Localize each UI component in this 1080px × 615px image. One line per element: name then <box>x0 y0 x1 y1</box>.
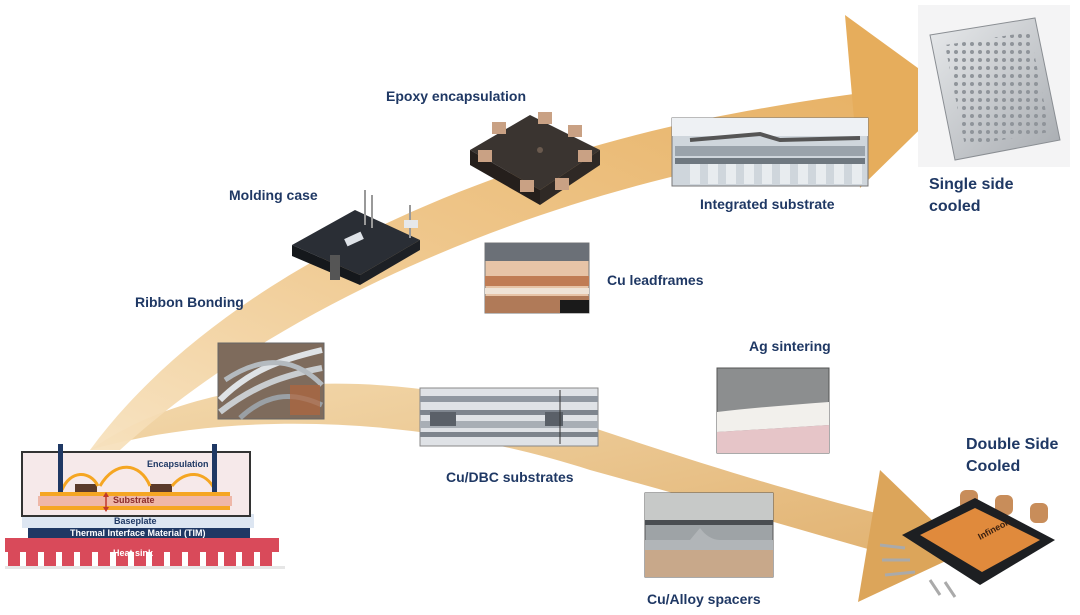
baseplate <box>22 514 254 528</box>
single-side-cooled-image <box>918 5 1070 167</box>
single-side-cooled-label: Single side cooled <box>929 176 1014 215</box>
molding-case-image <box>292 190 420 285</box>
cu-leadframes-label: Cu leadframes <box>607 272 704 288</box>
heat-sink-fins <box>8 552 272 566</box>
cu-dbc-substrates-label: Cu/DBC substrates <box>446 469 574 485</box>
module-cross-section <box>5 444 285 569</box>
baseplate-label: Baseplate <box>114 516 157 526</box>
tim-label: Thermal Interface Material (TIM) <box>70 528 206 538</box>
epoxy-encapsulation-label: Epoxy encapsulation <box>386 88 527 104</box>
cu-leadframes-image <box>484 242 590 314</box>
ribbon-bonding-label: Ribbon Bonding <box>135 294 244 310</box>
molding-case-label: Molding case <box>229 187 318 203</box>
integrated-substrate-label: Integrated substrate <box>700 196 835 212</box>
ag-sintering-image <box>716 367 830 454</box>
ag-sintering-label: Ag sintering <box>749 338 831 354</box>
cu-dbc-substrates-image <box>419 387 599 447</box>
epoxy-encapsulation-image <box>470 112 600 205</box>
cu-alloy-spacers-image <box>644 492 774 578</box>
encapsulation-label: Encapsulation <box>147 459 209 469</box>
substrate-label: Substrate <box>113 495 155 505</box>
double-side-cooled-image: Infineon <box>879 490 1055 598</box>
integrated-substrate-image <box>671 117 869 187</box>
ribbon-bonding-image <box>217 342 325 420</box>
substrate-layer <box>38 496 232 506</box>
arrow-single-side-head <box>845 15 955 188</box>
tim-layer <box>28 528 250 538</box>
heat-sink <box>5 538 279 552</box>
heat-sink-label: Heat sink <box>113 548 154 558</box>
cu-alloy-spacers-label: Cu/Alloy spacers <box>647 591 761 607</box>
double-side-cooled-label: Double Side Cooled <box>966 436 1059 475</box>
